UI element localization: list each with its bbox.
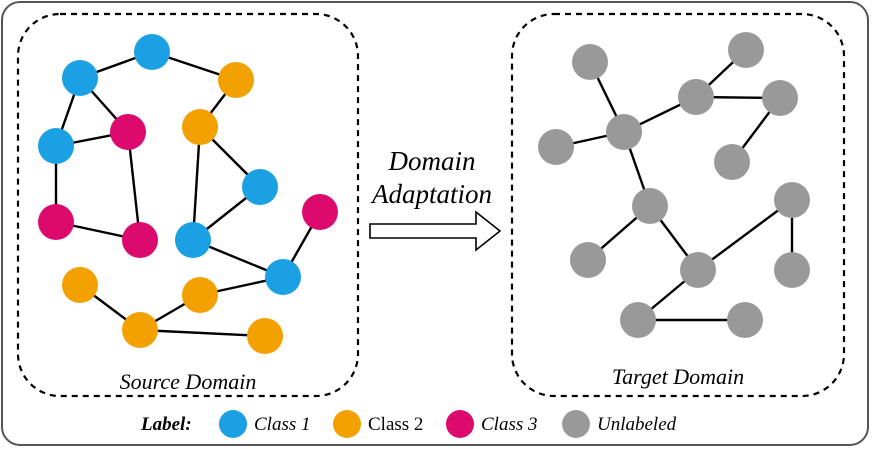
source-node: [110, 114, 146, 150]
target-edge: [697, 199, 793, 271]
target-node: [727, 302, 763, 338]
source-domain-box: [16, 12, 360, 398]
source-node: [38, 128, 74, 164]
target-node: [714, 144, 750, 180]
target-node: [762, 80, 798, 116]
source-node: [265, 259, 301, 295]
source-node: [182, 277, 218, 313]
source-node: [242, 169, 278, 205]
legend-title: Label:: [140, 414, 192, 435]
source-edge: [139, 328, 266, 338]
legend-swatch-class2: [333, 410, 361, 438]
legend-swatch-unlabeled: [562, 410, 590, 438]
target-node: [606, 114, 642, 150]
target-node: [538, 129, 574, 165]
target-node: [572, 44, 608, 80]
source-node: [175, 222, 211, 258]
target-node: [774, 182, 810, 218]
legend-label-class1: Class 1: [254, 414, 311, 435]
target-node: [570, 242, 606, 278]
source-graph: [38, 34, 338, 354]
target-node: [678, 79, 714, 115]
target-node: [680, 252, 716, 288]
adaptation-arrow: [369, 210, 502, 252]
legend-swatch-class3: [446, 410, 474, 438]
target-node: [728, 32, 764, 68]
target-nodes: [538, 32, 810, 338]
target-graph: [538, 32, 810, 338]
legend-swatch-class1: [219, 410, 247, 438]
source-node: [38, 204, 74, 240]
legend-label-class3: Class 3: [481, 414, 538, 435]
source-nodes: [38, 34, 338, 354]
source-node: [122, 222, 158, 258]
legend-label-class2: Class 2: [368, 414, 423, 435]
target-domain-label: Target Domain: [612, 364, 744, 389]
source-domain-label: Source Domain: [120, 369, 257, 394]
target-node: [774, 252, 810, 288]
source-node: [62, 267, 98, 303]
source-edge: [191, 126, 202, 241]
arrow-label-line2: Adaptation: [370, 179, 492, 209]
source-node: [62, 60, 98, 96]
target-node: [620, 302, 656, 338]
source-node: [218, 62, 254, 98]
source-node: [302, 194, 338, 230]
arrow-label-line1: Domain: [388, 146, 476, 176]
target-node: [632, 188, 668, 224]
target-domain-box: [510, 12, 846, 398]
legend: Label: Class 1 Class 2 Class 3 Unlabeled: [140, 410, 677, 438]
source-node: [182, 109, 218, 145]
source-node: [134, 34, 170, 70]
legend-label-unlabeled: Unlabeled: [597, 414, 677, 435]
source-node: [247, 318, 283, 354]
source-edge: [126, 131, 142, 241]
source-node: [122, 312, 158, 348]
